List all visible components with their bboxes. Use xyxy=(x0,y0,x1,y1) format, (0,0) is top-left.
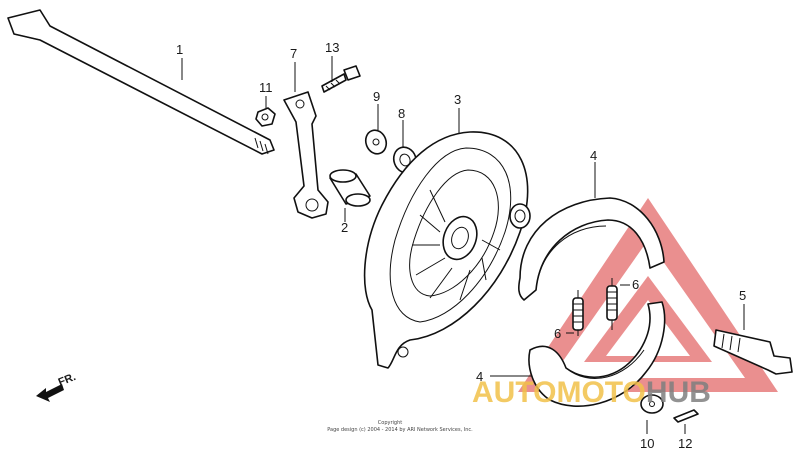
arm-bolt xyxy=(321,65,361,93)
axle-nut xyxy=(255,107,276,127)
cotter-pin xyxy=(673,409,699,423)
flat-washer xyxy=(640,394,664,414)
watermark-part-1: AUTOMOTO xyxy=(472,376,646,409)
brake-panel xyxy=(363,131,531,369)
copyright-line-1: Copyright xyxy=(378,420,402,426)
brake-cam xyxy=(713,329,793,375)
spring-b xyxy=(606,278,618,330)
callout-4-lower: 4 xyxy=(476,369,483,384)
watermark-text: AUTOMOTOHUB xyxy=(472,376,711,409)
callout-13: 13 xyxy=(325,40,339,55)
callout-6-right: 6 xyxy=(632,277,639,292)
copyright-line-2: Page design (c) 2004 - 2014 by ARI Netwo… xyxy=(327,427,473,433)
brake-collar xyxy=(329,169,371,207)
front-direction-arrow: FR. xyxy=(36,371,78,402)
axle xyxy=(7,9,275,155)
spring-a xyxy=(572,290,584,336)
leader-lines xyxy=(181,56,745,434)
callout-10: 10 xyxy=(640,436,654,451)
callout-2: 2 xyxy=(341,220,348,235)
callout-5: 5 xyxy=(739,288,746,303)
callout-12: 12 xyxy=(678,436,692,451)
callout-3: 3 xyxy=(454,92,461,107)
callout-4-upper: 4 xyxy=(590,148,597,163)
brake-shoe-lower xyxy=(528,301,666,407)
callout-7: 7 xyxy=(290,46,297,61)
callout-11: 11 xyxy=(259,80,273,95)
washer xyxy=(364,129,388,155)
callout-8: 8 xyxy=(398,106,405,121)
watermark-logo xyxy=(518,198,778,392)
watermark-part-2: HUB xyxy=(646,376,711,409)
callout-1: 1 xyxy=(176,42,183,57)
brake-shoe-upper xyxy=(518,197,665,301)
front-label: FR. xyxy=(57,371,78,389)
callout-6-left: 6 xyxy=(554,326,561,341)
brake-arm xyxy=(283,91,329,219)
callout-9: 9 xyxy=(373,89,380,104)
